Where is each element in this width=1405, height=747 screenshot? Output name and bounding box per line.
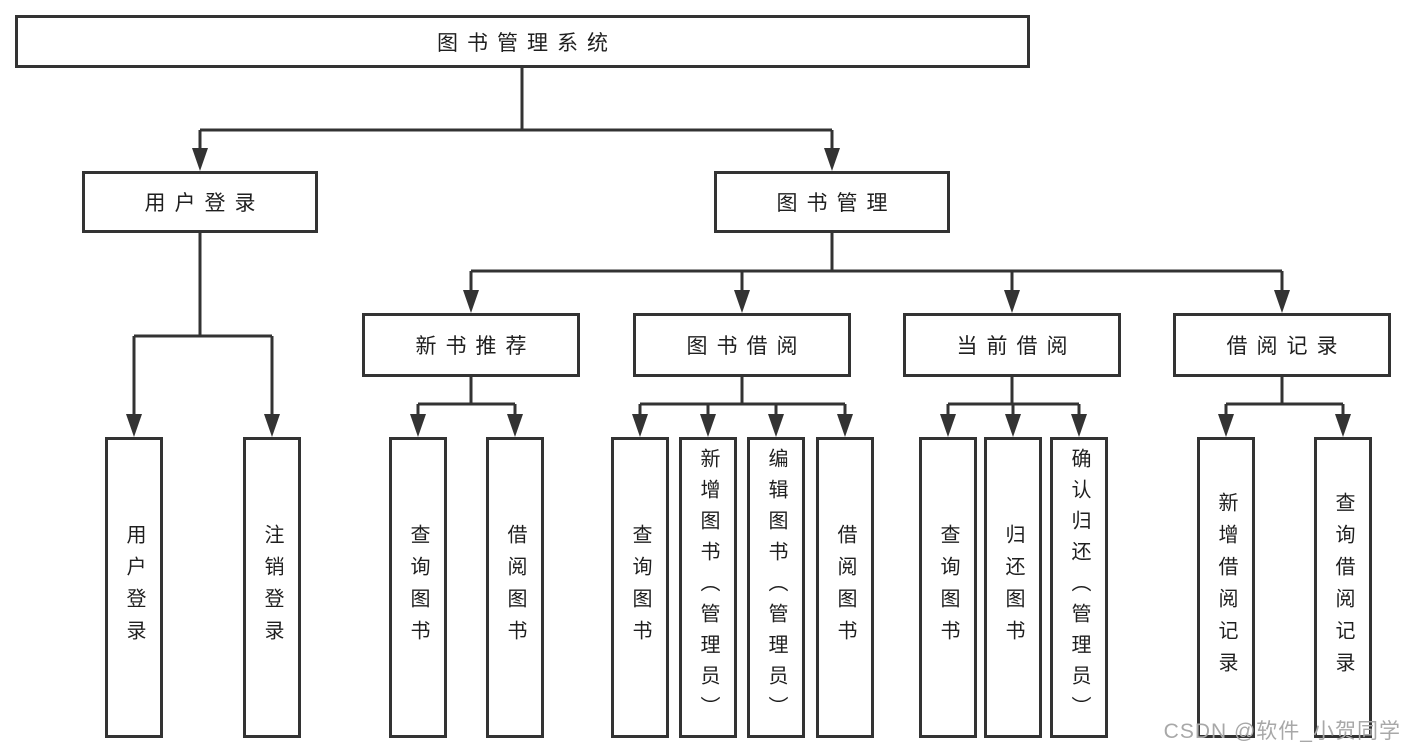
arrowhead-icon	[1005, 414, 1021, 437]
node-root: 图书管理系统	[15, 15, 1030, 68]
node-label-new-book-rec: 新书推荐	[415, 335, 536, 358]
arrowhead-icon	[1335, 414, 1351, 437]
arrowhead-icon	[264, 414, 280, 437]
node-leaf-rec-borrow: 借阅图书	[486, 437, 544, 738]
connector-current-borrow	[946, 377, 1081, 419]
node-borrow-records: 借阅记录	[1173, 313, 1391, 377]
node-leaf-bb-query: 查询图书	[611, 437, 669, 738]
node-leaf-bb-borrow: 借阅图书	[816, 437, 874, 738]
node-label-user-login-branch: 用户登录	[144, 192, 265, 215]
arrowhead-icon	[1218, 414, 1234, 437]
node-leaf-logout: 注销登录	[243, 437, 301, 738]
arrowhead-icon	[940, 414, 956, 437]
node-label-borrow-records: 借阅记录	[1226, 335, 1347, 358]
arrowhead-icon	[410, 414, 426, 437]
node-leaf-br-add: 新增借阅记录	[1197, 437, 1255, 738]
node-label-leaf-user-login: 用户登录	[123, 523, 145, 652]
node-label-leaf-bb-query: 查询图书	[629, 523, 651, 652]
arrowhead-icon	[1071, 414, 1087, 437]
arrowhead-icon	[507, 414, 523, 437]
arrowhead-icon	[700, 414, 716, 437]
node-leaf-user-login: 用户登录	[105, 437, 163, 738]
arrowhead-icon	[126, 414, 142, 437]
arrowhead-icon	[463, 290, 479, 313]
node-leaf-br-query: 查询借阅记录	[1314, 437, 1372, 738]
node-label-leaf-logout: 注销登录	[261, 523, 283, 652]
node-label-leaf-bb-edit: 编辑图书（管理员）	[765, 448, 787, 727]
node-current-borrow: 当前借阅	[903, 313, 1121, 377]
node-label-current-borrow: 当前借阅	[956, 335, 1077, 358]
node-label-book-mgmt-branch: 图书管理	[776, 192, 897, 215]
connector-borrow-records	[1224, 377, 1345, 419]
arrowhead-icon	[1274, 290, 1290, 313]
node-label-root: 图书管理系统	[437, 31, 617, 55]
node-label-leaf-rec-query: 查询图书	[407, 523, 429, 652]
arrowhead-icon	[734, 290, 750, 313]
node-leaf-cb-return: 归还图书	[984, 437, 1042, 738]
connector-user-login-branch	[132, 233, 274, 419]
csdn-watermark: CSDN @软件_小贺同学	[1163, 720, 1401, 743]
arrowhead-icon	[837, 414, 853, 437]
node-new-book-rec: 新书推荐	[362, 313, 580, 377]
node-leaf-cb-query: 查询图书	[919, 437, 977, 738]
arrowhead-icon	[768, 414, 784, 437]
node-book-borrow: 图书借阅	[633, 313, 851, 377]
node-label-leaf-bb-add: 新增图书（管理员）	[697, 448, 719, 727]
connector-root	[198, 68, 834, 153]
node-book-mgmt-branch: 图书管理	[714, 171, 950, 233]
node-leaf-cb-confirm: 确认归还（管理员）	[1050, 437, 1108, 738]
node-label-book-borrow: 图书借阅	[686, 335, 807, 358]
node-label-leaf-bb-borrow: 借阅图书	[834, 523, 856, 652]
connector-book-mgmt-branch	[469, 233, 1284, 295]
arrowhead-icon	[824, 148, 840, 171]
node-user-login-branch: 用户登录	[82, 171, 318, 233]
arrowhead-icon	[192, 148, 208, 171]
connector-new-book-rec	[416, 377, 517, 419]
node-label-leaf-cb-confirm: 确认归还（管理员）	[1068, 448, 1090, 727]
connector-book-borrow	[638, 377, 847, 419]
node-label-leaf-cb-return: 归还图书	[1002, 523, 1024, 652]
node-label-leaf-br-query: 查询借阅记录	[1332, 491, 1354, 684]
node-label-leaf-rec-borrow: 借阅图书	[504, 523, 526, 652]
node-label-leaf-cb-query: 查询图书	[937, 523, 959, 652]
node-leaf-rec-query: 查询图书	[389, 437, 447, 738]
node-label-leaf-br-add: 新增借阅记录	[1215, 491, 1237, 684]
node-leaf-bb-edit: 编辑图书（管理员）	[747, 437, 805, 738]
arrowhead-icon	[632, 414, 648, 437]
node-leaf-bb-add: 新增图书（管理员）	[679, 437, 737, 738]
arrowhead-icon	[1004, 290, 1020, 313]
